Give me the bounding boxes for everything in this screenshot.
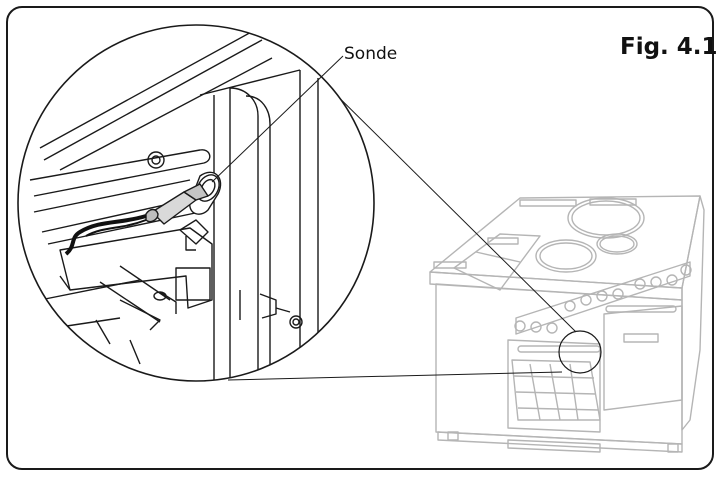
temperature-probe-icon [64, 171, 222, 256]
callout-leader [211, 55, 344, 183]
zoom-circle [17, 24, 375, 382]
figure-title: Fig. 4.1 [620, 34, 718, 60]
connector-line-bottom [227, 371, 563, 381]
range-cooker-icon [429, 195, 705, 453]
callout-label: Sonde [344, 44, 398, 64]
highlight-ring [558, 330, 602, 374]
zoom-detail [18, 25, 374, 381]
